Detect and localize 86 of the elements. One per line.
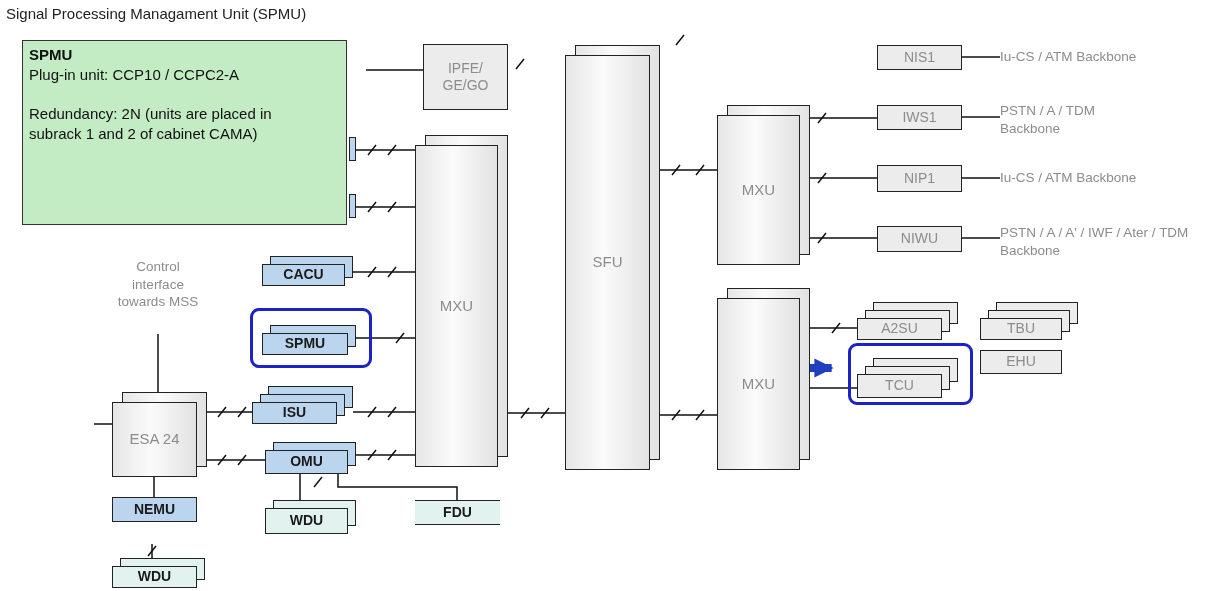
connector-line: [809, 237, 878, 239]
connector-line: [809, 327, 858, 329]
unit-label: TCU: [885, 377, 914, 395]
unit-label: FDU: [443, 503, 472, 522]
connector-line: [153, 476, 155, 498]
rack-unit: [265, 442, 356, 474]
arrow: [810, 358, 834, 378]
unit-label: MXU: [741, 180, 776, 200]
unit-label: WDU: [289, 512, 324, 530]
connector-line: [206, 411, 253, 413]
connector-line: [206, 459, 266, 461]
connector-line: [355, 206, 416, 208]
interface-note: PSTN / A / TDM Backbone: [1000, 102, 1150, 138]
connector-line: [355, 454, 416, 456]
connector-line: [157, 333, 159, 393]
rack-unit: [877, 226, 962, 252]
unit-label: ISU: [282, 404, 307, 422]
interface-note: PSTN / A / A' / IWF / Ater / TDM Backbone: [1000, 224, 1205, 260]
rack-unit: [415, 135, 508, 467]
connector-line: [659, 169, 718, 171]
connector-line: [355, 149, 416, 151]
callout-heading: SPMU: [29, 45, 74, 65]
unit-label: IPFE/ GE/GO: [441, 59, 490, 95]
rack-unit: [717, 105, 810, 265]
connector-line: [659, 414, 718, 416]
rack-unit: [262, 256, 353, 286]
connector-line: [961, 56, 1001, 58]
connector-line: [299, 473, 301, 501]
connector-line: [809, 117, 878, 119]
rack-unit: [717, 288, 810, 470]
unit-label: SPMU: [284, 335, 326, 353]
rack-unit: [565, 45, 660, 470]
rack-unit: [112, 497, 197, 522]
interface-note: Iu-CS / ATM Backbone: [1000, 48, 1205, 66]
rack-unit: [857, 302, 958, 340]
rack-unit: [252, 386, 353, 424]
rack-unit: [857, 358, 958, 398]
unit-label: IWS1: [902, 108, 937, 127]
unit-label: MXU: [741, 374, 776, 394]
connector-line: [365, 69, 424, 71]
rack-unit: [265, 500, 356, 534]
connector-line: [352, 411, 416, 413]
highlight-frame: [848, 343, 973, 405]
info-callout: [22, 40, 347, 225]
connector-line: [93, 423, 113, 425]
diagram-title: Signal Processing Managament Unit (SPMU): [6, 5, 307, 22]
rack-unit: [980, 302, 1078, 340]
interface-note: Iu-CS / ATM Backbone: [1000, 169, 1205, 187]
connector-line: [355, 337, 416, 339]
rack-unit: [262, 325, 356, 355]
rack-unit: [877, 165, 962, 192]
rack-unit: [112, 392, 207, 477]
rack-unit: [877, 45, 962, 70]
unit-label: WDU: [137, 568, 172, 586]
unit-label: MXU: [439, 296, 474, 316]
rack-unit: [349, 137, 356, 161]
rack-unit: [423, 44, 508, 110]
callout-text: Redundancy: 2N (units are placed in subrack 1 and 2 of cabinet CAMA): [29, 103, 273, 144]
highlight-frame: [250, 308, 372, 368]
connector-line: [961, 116, 1001, 118]
unit-label: A2SU: [881, 320, 918, 338]
unit-label: OMU: [290, 453, 323, 471]
callout-text: Plug-in unit: CCP10 / CCPC2-A: [29, 65, 241, 86]
connector-line: [507, 412, 566, 414]
connector-line: [809, 387, 858, 389]
unit-label: NIWU: [900, 230, 939, 248]
rack-unit: [415, 500, 500, 525]
connector-line: [151, 543, 153, 559]
rack-unit: [112, 558, 205, 588]
unit-label: EHU: [1006, 353, 1036, 371]
rack-unit: [877, 105, 962, 130]
unit-label: NEMU: [133, 500, 176, 519]
connector-line: [961, 177, 1001, 179]
unit-label: NIP1: [903, 169, 936, 188]
interface-note: Control interface towards MSS: [112, 258, 204, 334]
unit-label: ESA 24: [129, 430, 180, 449]
unit-label: NIS1: [903, 48, 936, 67]
connector-line: [337, 473, 458, 501]
rack-unit: [980, 350, 1062, 374]
unit-label: SFU: [592, 253, 623, 272]
connector-line: [809, 177, 878, 179]
connector-line: [961, 237, 1001, 239]
unit-label: CACU: [283, 266, 324, 284]
connector-line: [352, 271, 416, 273]
rack-unit: [349, 194, 356, 218]
unit-label: TBU: [1007, 320, 1035, 338]
